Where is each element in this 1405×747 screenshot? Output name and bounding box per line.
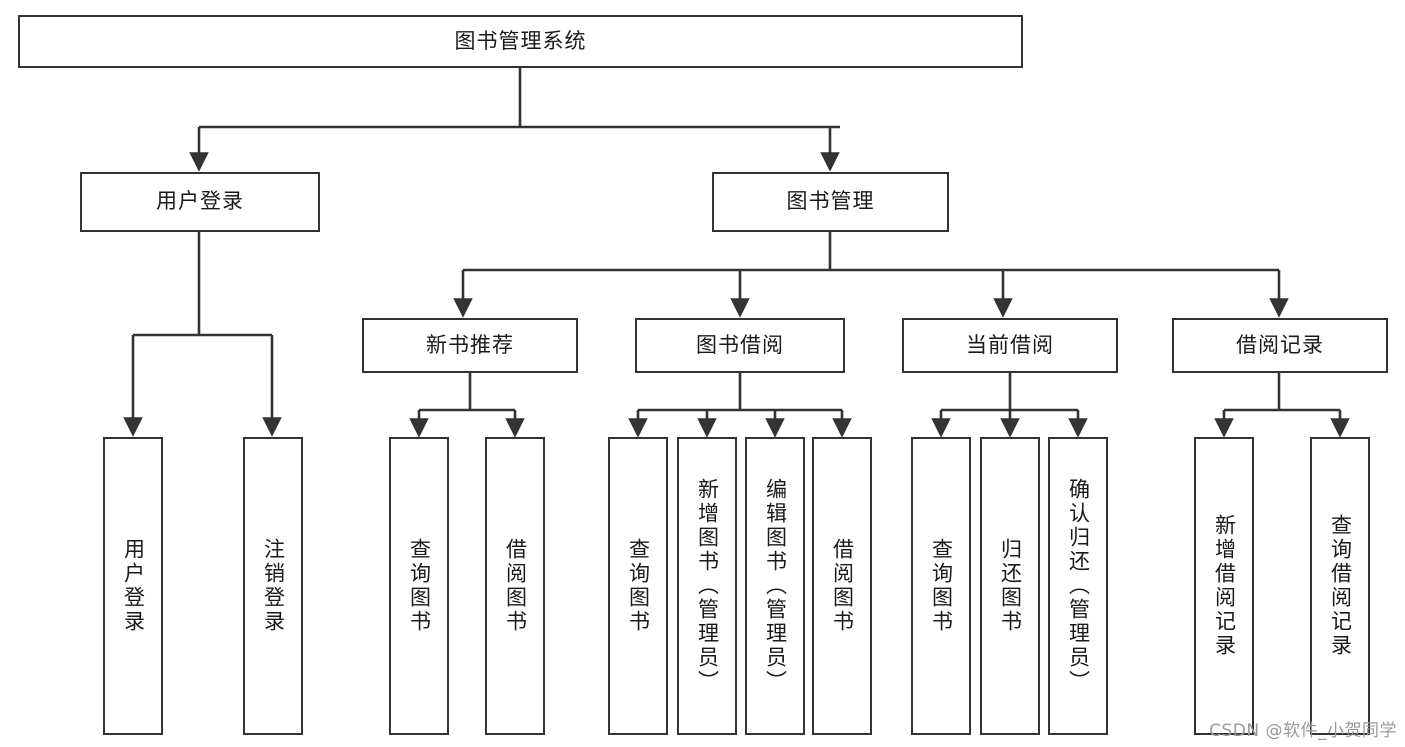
leaf-label: 查询借阅记录: [1328, 514, 1353, 658]
leaf-label: 查询图书: [407, 538, 432, 634]
leaf-label: 查询图书: [626, 538, 651, 634]
leaf-current-borrow-confirm[interactable]: 确认归还（管理员）: [1048, 437, 1108, 735]
node-book-manage-label: 图书管理: [786, 189, 875, 214]
leaf-user-login-login[interactable]: 用户登录: [103, 437, 163, 735]
leaf-label: 新增图书（管理员）: [695, 478, 720, 694]
node-borrow-record[interactable]: 借阅记录: [1172, 318, 1388, 373]
leaf-borrow-record-add[interactable]: 新增借阅记录: [1194, 437, 1254, 735]
leaf-label: 编辑图书（管理员）: [763, 478, 788, 694]
node-book-manage[interactable]: 图书管理: [712, 172, 949, 232]
leaf-new-book-query[interactable]: 查询图书: [389, 437, 449, 735]
leaf-label: 新增借阅记录: [1212, 514, 1237, 658]
leaf-label: 借阅图书: [503, 538, 528, 634]
leaf-label: 确认归还（管理员）: [1066, 478, 1091, 694]
node-user-login[interactable]: 用户登录: [80, 172, 320, 232]
leaf-book-borrow-borrow[interactable]: 借阅图书: [812, 437, 872, 735]
node-current-borrow-label: 当前借阅: [966, 332, 1054, 357]
leaf-book-borrow-edit[interactable]: 编辑图书（管理员）: [745, 437, 805, 735]
leaf-label: 查询图书: [929, 538, 954, 634]
node-root-label: 图书管理系统: [454, 28, 587, 53]
leaf-new-book-borrow[interactable]: 借阅图书: [485, 437, 545, 735]
leaf-current-borrow-return[interactable]: 归还图书: [980, 437, 1040, 735]
node-book-borrow-label: 图书借阅: [696, 332, 784, 357]
node-new-book-recommend-label: 新书推荐: [426, 332, 514, 357]
leaf-label: 用户登录: [121, 538, 146, 634]
leaf-book-borrow-add[interactable]: 新增图书（管理员）: [677, 437, 737, 735]
leaf-label: 归还图书: [998, 538, 1023, 634]
leaf-label: 注销登录: [261, 538, 286, 634]
node-root[interactable]: 图书管理系统: [18, 15, 1023, 68]
leaf-book-borrow-query[interactable]: 查询图书: [608, 437, 668, 735]
leaf-borrow-record-query[interactable]: 查询借阅记录: [1310, 437, 1370, 735]
node-book-borrow[interactable]: 图书借阅: [635, 318, 845, 373]
node-new-book-recommend[interactable]: 新书推荐: [362, 318, 578, 373]
leaf-current-borrow-query[interactable]: 查询图书: [911, 437, 971, 735]
leaf-user-login-logout[interactable]: 注销登录: [243, 437, 303, 735]
node-user-login-label: 用户登录: [156, 189, 244, 214]
watermark: CSDN @软件_小贺同学: [1209, 721, 1397, 741]
node-borrow-record-label: 借阅记录: [1236, 332, 1324, 357]
node-current-borrow[interactable]: 当前借阅: [902, 318, 1118, 373]
leaf-label: 借阅图书: [830, 538, 855, 634]
